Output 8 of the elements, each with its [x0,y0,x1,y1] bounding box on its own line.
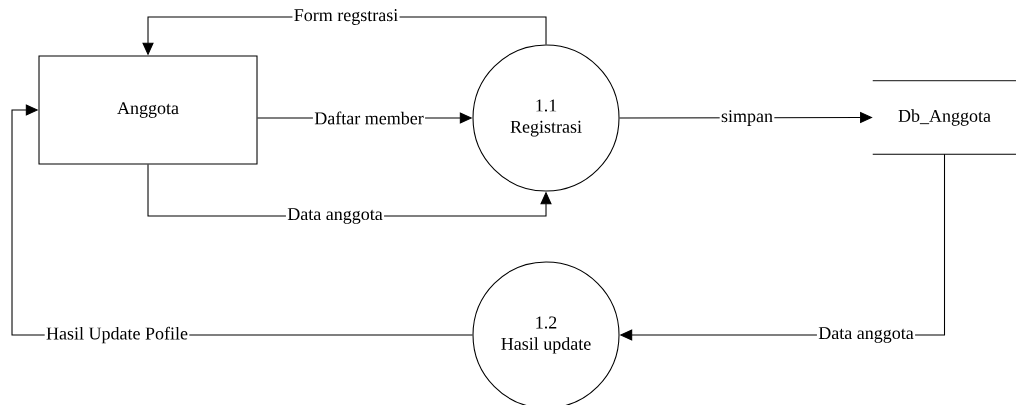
edge-label: Form regstrasi [292,7,400,27]
edge-label: Hasil Update Pofile [44,325,190,345]
edge-label: simpan [719,108,775,128]
data-store: Db_Anggota [872,80,1016,155]
process-box: Anggota [38,55,258,165]
edge-label: Data anggota [816,325,916,345]
edge-label: Daftar member [312,110,426,126]
edge-label: Data anggota [285,206,385,226]
